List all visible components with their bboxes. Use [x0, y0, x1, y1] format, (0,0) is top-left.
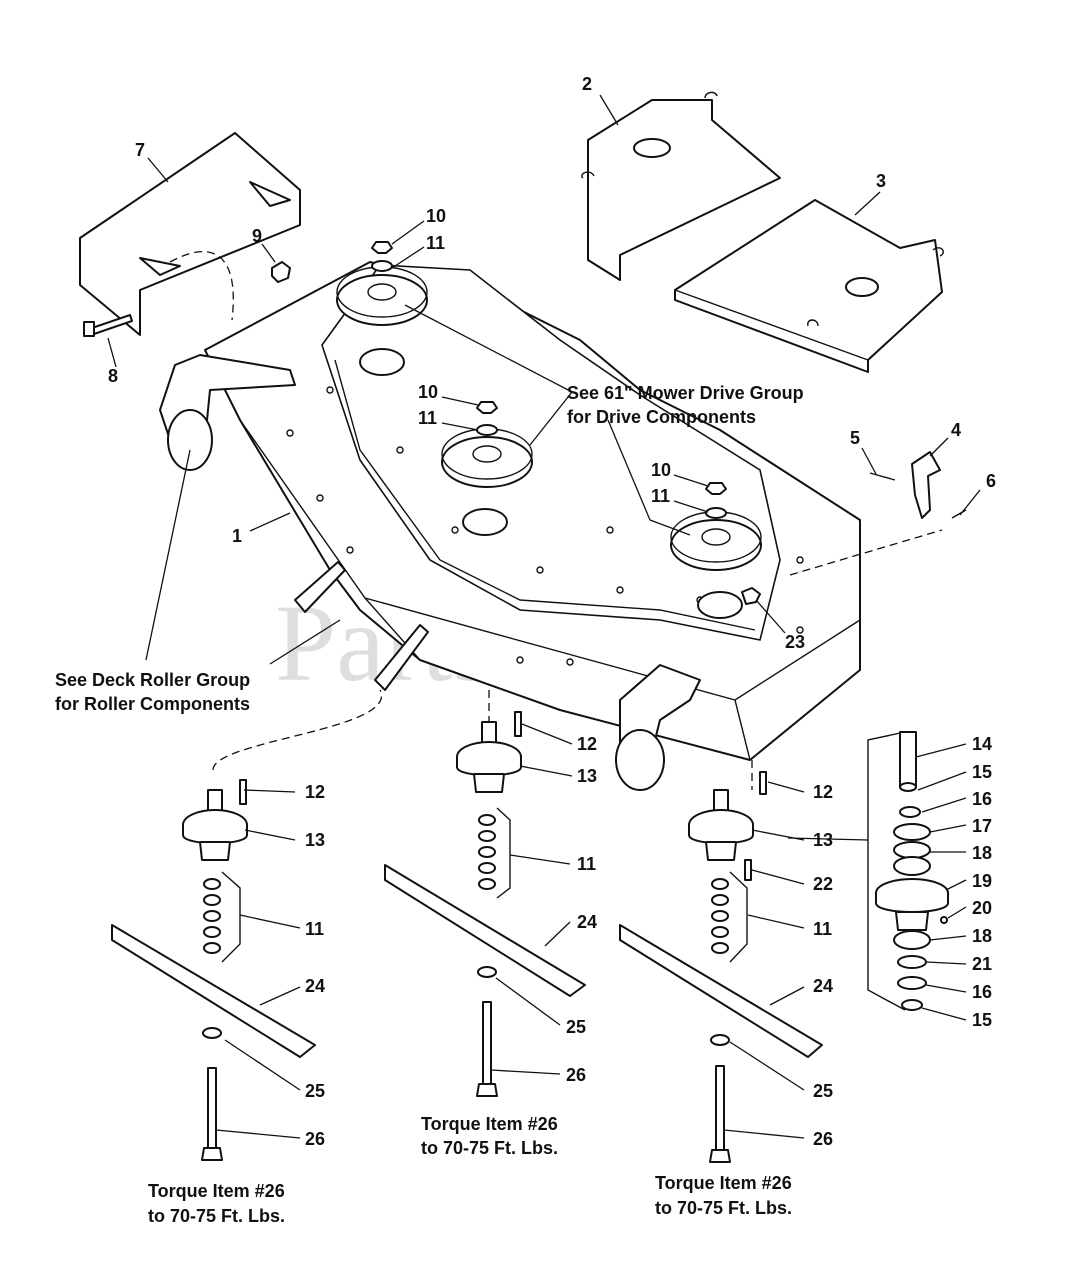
callout-2: 2: [582, 74, 592, 94]
callout-9: 9: [252, 226, 262, 246]
callout-12-center: 12: [577, 734, 597, 754]
callout-7: 7: [135, 140, 145, 160]
note-torque-center-line2: to 70-75 Ft. Lbs.: [421, 1138, 558, 1158]
callout-12-right: 12: [813, 782, 833, 802]
callout-19: 19: [972, 871, 992, 891]
bolt-8: [83, 314, 133, 337]
pin-5: [869, 472, 896, 481]
bracket-front-left: [294, 561, 346, 613]
note-torque-right-line2: to 70-75 Ft. Lbs.: [655, 1198, 792, 1218]
callout-16-bottom: 16: [972, 982, 992, 1002]
nut-23: [741, 587, 761, 605]
pulley-left: [336, 241, 428, 326]
note-torque-center-line1: Torque Item #26: [421, 1114, 558, 1134]
note-drive-line2: for Drive Components: [567, 407, 756, 427]
deck-cover-3: [674, 199, 944, 373]
callout-labels: 1 2 3 4 5 6 7 8 9 10 10 10 11 11 11 12 1…: [108, 74, 996, 1149]
callout-24-left: 24: [305, 976, 325, 996]
pulley-center: [441, 401, 533, 488]
note-torque-left-line2: to 70-75 Ft. Lbs.: [148, 1206, 285, 1226]
callout-17: 17: [972, 816, 992, 836]
callout-4: 4: [951, 420, 961, 440]
note-roller-line1: See Deck Roller Group: [55, 670, 250, 690]
callout-11-left-stack: 11: [305, 919, 324, 939]
leader-lines: [107, 94, 981, 1139]
callout-26-right: 26: [813, 1129, 833, 1149]
callout-21: 21: [972, 954, 992, 974]
callout-25-right: 25: [813, 1081, 833, 1101]
callout-6: 6: [986, 471, 996, 491]
deck-shell: [204, 261, 861, 761]
note-torque-left-line1: Torque Item #26: [148, 1181, 285, 1201]
dashline-7: [169, 250, 234, 321]
brace-right: [729, 871, 748, 963]
callout-3: 3: [876, 171, 886, 191]
callout-11-center: 11: [418, 408, 437, 428]
brace-center: [496, 807, 511, 899]
note-torque-right-line1: Torque Item #26: [655, 1173, 792, 1193]
callout-10-left: 10: [426, 206, 446, 226]
callout-18-top: 18: [972, 843, 992, 863]
callout-13-right: 13: [813, 830, 833, 850]
callout-15-bottom: 15: [972, 1010, 992, 1030]
pulley-right: [670, 482, 762, 571]
callout-5: 5: [850, 428, 860, 448]
notes: See 61" Mower Drive Group for Drive Comp…: [55, 383, 804, 1226]
spindle-left: [111, 689, 383, 1161]
latch-dashline: [789, 529, 943, 576]
callout-22: 22: [813, 874, 833, 894]
callout-23: 23: [785, 632, 805, 652]
callout-11-center-stack: 11: [577, 854, 596, 874]
spindle-center: [384, 690, 586, 1097]
note-roller-line2: for Roller Components: [55, 694, 250, 714]
callout-1: 1: [232, 526, 242, 546]
callout-8: 8: [108, 366, 118, 386]
callout-24-right: 24: [813, 976, 833, 996]
brace-left: [221, 871, 241, 963]
callout-13-center: 13: [577, 766, 597, 786]
callout-10-right: 10: [651, 460, 671, 480]
callout-16-top: 16: [972, 789, 992, 809]
callout-25-left: 25: [305, 1081, 325, 1101]
callout-11-right: 11: [651, 486, 670, 506]
latch-4: [911, 451, 941, 519]
callout-11-right-stack: 11: [813, 919, 832, 939]
clip-6: [951, 509, 967, 519]
callout-12-left: 12: [305, 782, 325, 802]
callout-13-left: 13: [305, 830, 325, 850]
deck-cover-2: [581, 91, 781, 281]
callout-10-center: 10: [418, 382, 438, 402]
callout-14: 14: [972, 734, 992, 754]
callout-24-center: 24: [577, 912, 597, 932]
callout-26-left: 26: [305, 1129, 325, 1149]
spindle-right: [619, 760, 823, 1163]
exploded-spindle: [867, 731, 949, 1011]
callout-26-center: 26: [566, 1065, 586, 1085]
belt-cover-left: [79, 132, 301, 336]
roller-left: [159, 354, 296, 471]
callout-20: 20: [972, 898, 992, 918]
callout-11-left: 11: [426, 233, 445, 253]
roller-right: [615, 664, 701, 791]
nut-9: [271, 261, 291, 283]
callout-18-bottom: 18: [972, 926, 992, 946]
callout-25-center: 25: [566, 1017, 586, 1037]
note-drive-line1: See 61" Mower Drive Group: [567, 383, 804, 403]
callout-15-top: 15: [972, 762, 992, 782]
bracket-front-right: [374, 624, 429, 691]
